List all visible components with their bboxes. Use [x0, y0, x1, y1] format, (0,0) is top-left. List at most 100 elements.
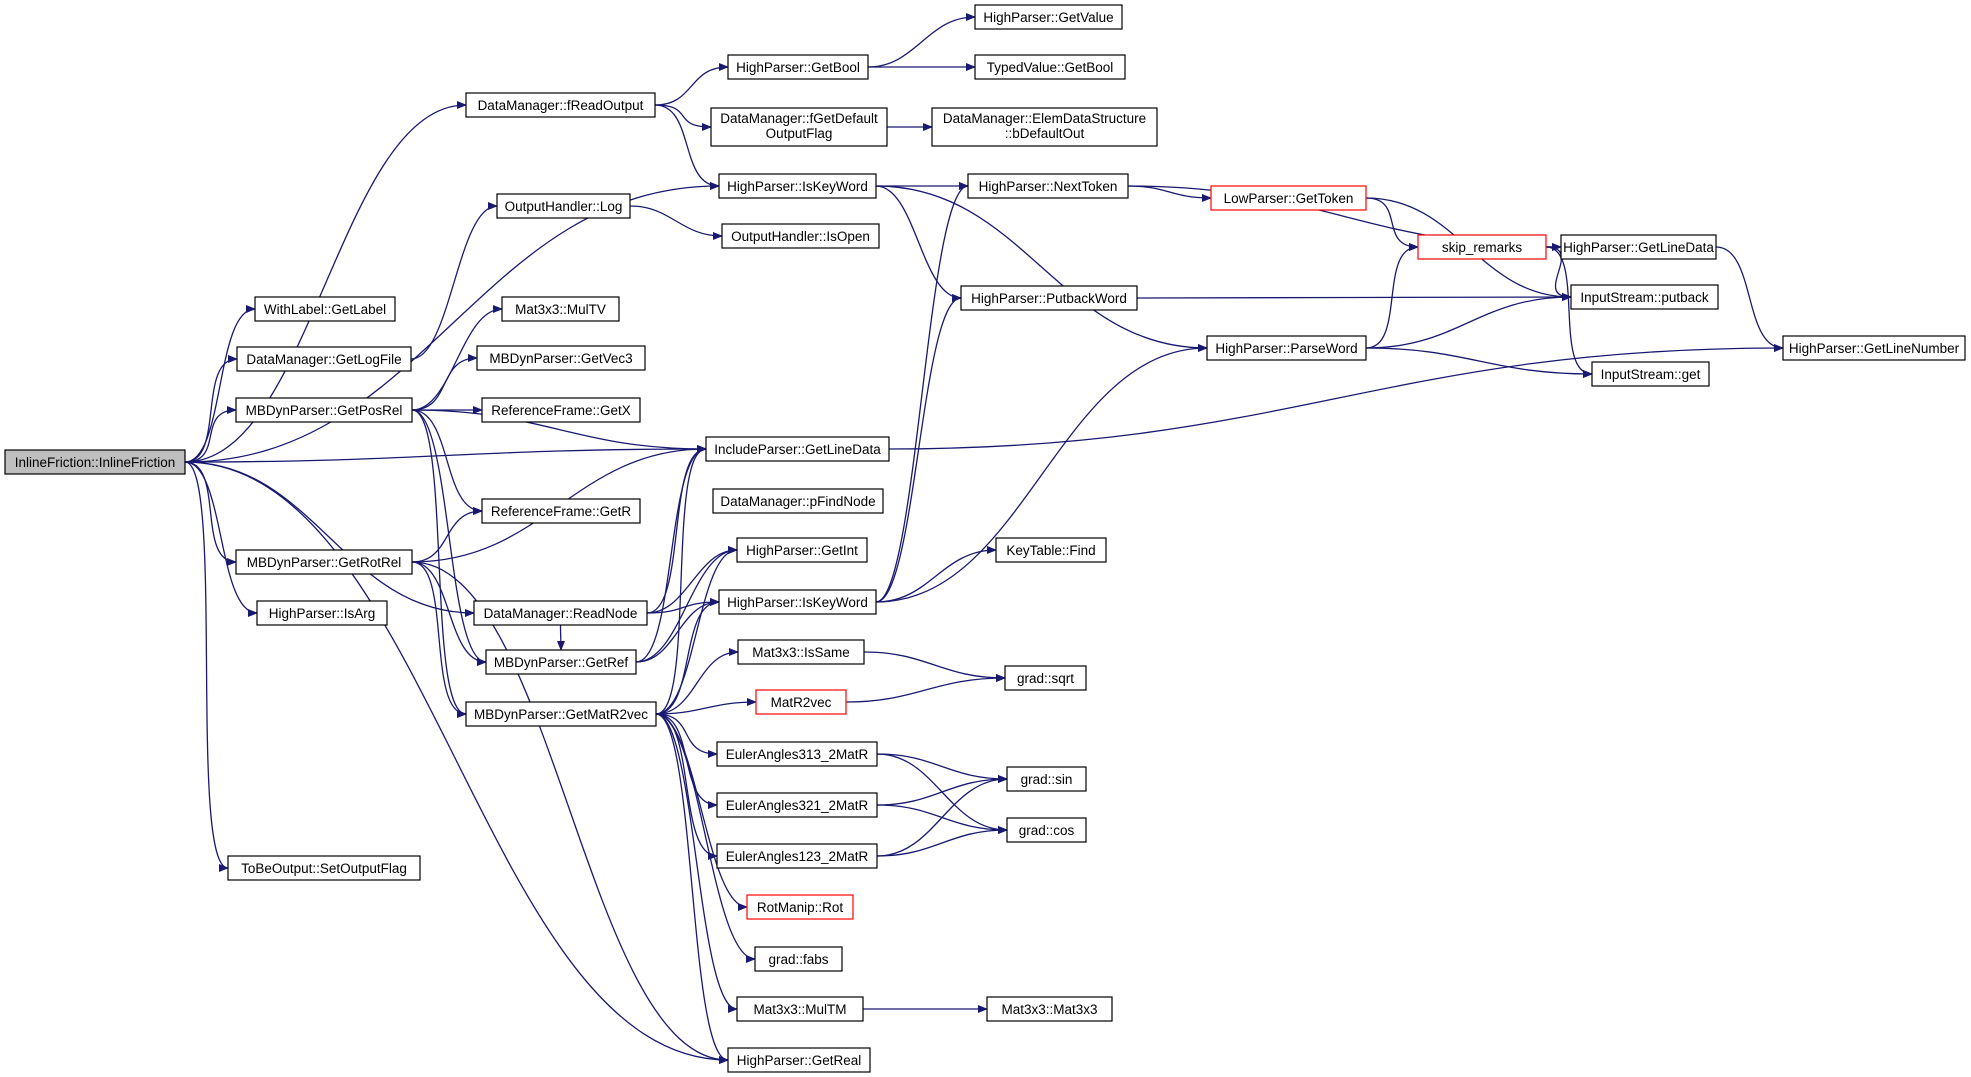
node-is_get[interactable]: InputStream::get: [1591, 361, 1710, 387]
edge-hp_iskeyword1-to-hp_putbackword: [875, 185, 962, 302]
edge-m33_issame-to-grad_sqrt: [863, 651, 1006, 682]
node-box: [481, 498, 641, 524]
node-label: OutputHandler::IsOpen: [731, 229, 870, 244]
node-label: grad::sqrt: [1017, 671, 1074, 686]
node-root[interactable]: InlineFriction::InlineFriction: [4, 449, 186, 475]
node-m33_issame[interactable]: Mat3x3::IsSame: [737, 639, 865, 665]
node-label: Mat3x3::Mat3x3: [1001, 1002, 1097, 1017]
node-kt_find[interactable]: KeyTable::Find: [995, 537, 1107, 563]
node-m33_multm[interactable]: Mat3x3::MulTM: [736, 996, 864, 1022]
node-box: [974, 54, 1126, 80]
node-dm_pfindnode[interactable]: DataManager::pFindNode: [712, 488, 884, 514]
edge-hp_putbackword-to-is_putback: [1136, 293, 1572, 302]
node-box: [465, 92, 656, 118]
node-wl_getlabel[interactable]: WithLabel::GetLabel: [254, 296, 396, 322]
node-hp_getlinedata[interactable]: HighParser::GetLineData: [1560, 234, 1717, 260]
node-skip_remarks[interactable]: skip_remarks: [1417, 234, 1547, 260]
node-ea313[interactable]: EulerAngles313_2MatR: [716, 741, 878, 767]
edge-root-to-mbp_getrotrel: [184, 461, 237, 566]
node-mbp_getvec3[interactable]: MBDynParser::GetVec3: [476, 345, 646, 371]
node-dm_readnode[interactable]: DataManager::ReadNode: [473, 600, 648, 626]
node-hp_parseword[interactable]: HighParser::ParseWord: [1206, 335, 1367, 361]
node-label: TypedValue::GetBool: [987, 60, 1114, 75]
edge-mbp_getref-to-hp_iskeyword2: [635, 598, 720, 663]
node-mbp_getrotrel[interactable]: MBDynParser::GetRotRel: [235, 549, 413, 575]
node-m33_multv[interactable]: Mat3x3::MulTV: [501, 296, 620, 322]
node-box: [236, 346, 412, 372]
node-label: Mat3x3::MulTV: [515, 302, 606, 317]
node-box: [712, 488, 884, 514]
node-label: HighParser::ParseWord: [1215, 341, 1357, 356]
node-hp_getint[interactable]: HighParser::GetInt: [736, 537, 868, 563]
node-tv_getbool[interactable]: TypedValue::GetBool: [974, 54, 1126, 80]
node-matr2vec[interactable]: MatR2vec: [755, 689, 847, 715]
node-dm_elemdata[interactable]: DataManager::ElemDataStructure::bDefault…: [931, 107, 1158, 147]
node-grad_sin[interactable]: grad::sin: [1006, 766, 1087, 792]
node-label: MBDynParser::GetRef: [494, 655, 629, 670]
node-label: MBDynParser::GetRotRel: [247, 555, 402, 570]
node-hp_nexttoken[interactable]: HighParser::NextToken: [967, 173, 1129, 199]
node-box: [737, 639, 865, 665]
node-hp_putbackword[interactable]: HighParser::PutbackWord: [960, 285, 1138, 311]
node-box: [716, 741, 878, 767]
node-box: [736, 996, 864, 1022]
node-ea123[interactable]: EulerAngles123_2MatR: [716, 843, 878, 869]
node-dm_getlogfile[interactable]: DataManager::GetLogFile: [236, 346, 412, 372]
edge-hp_parseword-to-skip_remarks: [1365, 243, 1419, 349]
node-box: [501, 296, 620, 322]
node-mbp_getref[interactable]: MBDynParser::GetRef: [485, 649, 637, 675]
node-box: [473, 600, 648, 626]
node-is_putback[interactable]: InputStream::putback: [1570, 284, 1719, 310]
node-box: [986, 996, 1113, 1022]
node-label: HighParser::GetLineData: [1563, 240, 1714, 255]
node-oh_isopen[interactable]: OutputHandler::IsOpen: [721, 223, 880, 249]
node-hp_getbool[interactable]: HighParser::GetBool: [727, 54, 869, 80]
node-label: HighParser::PutbackWord: [971, 291, 1127, 306]
node-hp_getreal[interactable]: HighParser::GetReal: [727, 1047, 871, 1073]
node-hp_isarg[interactable]: HighParser::IsArg: [256, 600, 388, 626]
node-label: WithLabel::GetLabel: [264, 302, 386, 317]
node-hp_iskeyword1[interactable]: HighParser::IsKeyWord: [718, 173, 877, 199]
node-label: LowParser::GetToken: [1224, 191, 1354, 206]
edge-root-to-dm_getlogfile: [184, 355, 238, 463]
node-ea321[interactable]: EulerAngles321_2MatR: [716, 792, 878, 818]
node-mbp_getposrel[interactable]: MBDynParser::GetPosRel: [235, 397, 413, 423]
node-ip_getlinedata[interactable]: IncludeParser::GetLineData: [705, 436, 890, 462]
node-grad_sqrt[interactable]: grad::sqrt: [1004, 665, 1087, 691]
node-label: Mat3x3::MulTM: [753, 1002, 846, 1017]
edge-mbp_getref-to-hp_getint: [635, 546, 738, 663]
node-label: ReferenceFrame::GetR: [491, 504, 632, 519]
node-rf_getr[interactable]: ReferenceFrame::GetR: [481, 498, 641, 524]
edge-mbp_getmatr2vec-to-m33_multm: [655, 713, 738, 1013]
node-tbo_setoutputflag[interactable]: ToBeOutput::SetOutputFlag: [227, 855, 421, 881]
edge-mbp_getmatr2vec-to-hp_getreal: [655, 713, 729, 1064]
node-box: [256, 600, 388, 626]
node-lp_gettoken[interactable]: LowParser::GetToken: [1210, 185, 1367, 211]
node-label: MatR2vec: [771, 695, 832, 710]
node-hp_getvalue[interactable]: HighParser::GetValue: [974, 4, 1123, 30]
edge-hp_parseword-to-is_putback: [1365, 293, 1572, 349]
edge-ip_getlinedata-to-hp_getlinenumber: [888, 344, 1784, 450]
edge-mbp_getposrel-to-m33_multv: [411, 305, 503, 411]
node-label: HighParser::GetInt: [746, 543, 858, 558]
node-dm_freadoutput[interactable]: DataManager::fReadOutput: [465, 92, 656, 118]
edge-ea123-to-grad_sin: [876, 775, 1008, 857]
node-grad_fabs[interactable]: grad::fabs: [754, 946, 843, 972]
node-box: [1004, 665, 1087, 691]
node-box: [1006, 817, 1087, 843]
node-hp_getlinenumber[interactable]: HighParser::GetLineNumber: [1782, 335, 1966, 361]
node-m33_mat3x3[interactable]: Mat3x3::Mat3x3: [986, 996, 1113, 1022]
node-mbp_getmatr2vec[interactable]: MBDynParser::GetMatR2vec: [465, 701, 657, 727]
node-rm_rot[interactable]: RotManip::Rot: [746, 894, 854, 920]
node-oh_log[interactable]: OutputHandler::Log: [496, 193, 631, 219]
node-grad_cos[interactable]: grad::cos: [1006, 817, 1087, 843]
node-box: [736, 537, 868, 563]
node-box: [727, 54, 869, 80]
node-hp_iskeyword2[interactable]: HighParser::IsKeyWord: [718, 589, 877, 615]
edge-oh_log-to-oh_isopen: [629, 205, 723, 240]
node-box: [1206, 335, 1367, 361]
edge-hp_iskeyword1-to-hp_parseword: [875, 185, 1208, 352]
node-rf_getx[interactable]: ReferenceFrame::GetX: [481, 397, 641, 423]
